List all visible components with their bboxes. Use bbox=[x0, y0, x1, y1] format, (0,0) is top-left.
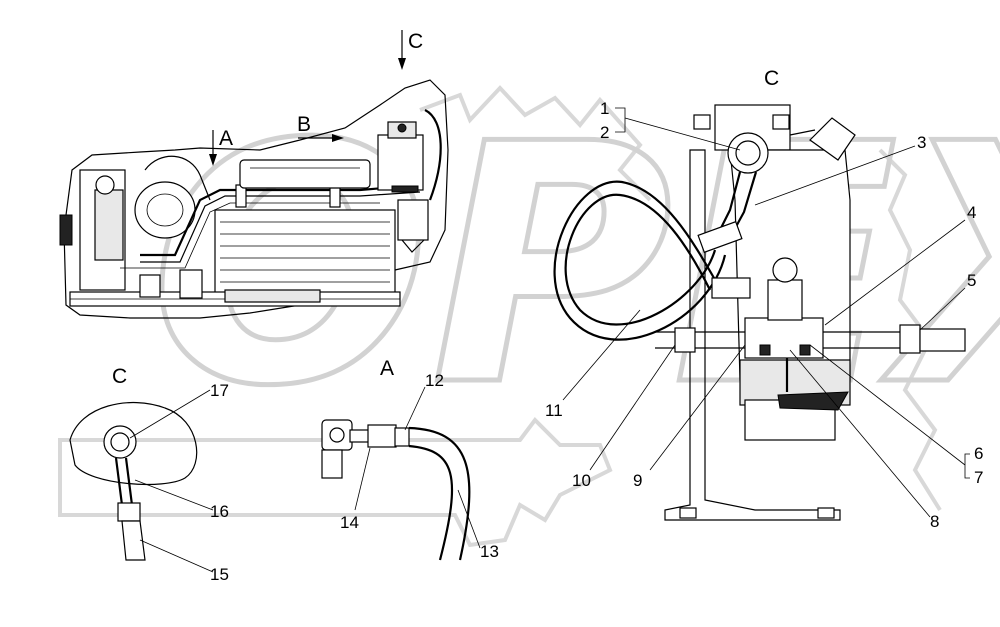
callout-17: 17 bbox=[210, 381, 229, 400]
fuel-filter-bolt bbox=[397, 123, 407, 133]
loop-hose-outer bbox=[564, 193, 717, 326]
hose-a-inner bbox=[408, 444, 454, 561]
view-arrow-a: A bbox=[209, 127, 233, 166]
fuel-line-right-pipe bbox=[919, 328, 966, 352]
filter-sensor bbox=[809, 117, 856, 161]
detail-view-c-small: C bbox=[69, 365, 198, 561]
watermark-gear-right bbox=[878, 148, 942, 512]
banjo-fitting-a bbox=[321, 419, 353, 451]
callout-8: 8 bbox=[930, 512, 939, 531]
fuel-line-sleeve-right bbox=[899, 324, 921, 354]
view-arrow-b: B bbox=[297, 113, 344, 142]
callout-5: 5 bbox=[967, 271, 976, 290]
bracket-base-bolt bbox=[817, 507, 835, 519]
callout-6: 6 bbox=[974, 444, 983, 463]
callout-10: 10 bbox=[572, 471, 591, 490]
intake-hose bbox=[144, 155, 211, 201]
filter-head-bolt bbox=[693, 114, 711, 130]
leader-lines bbox=[129, 107, 970, 573]
detail-view-a: A bbox=[321, 357, 471, 561]
callout-15: 15 bbox=[210, 565, 229, 584]
callout-14: 14 bbox=[340, 513, 359, 532]
banjo-fitting-top bbox=[727, 132, 769, 174]
valve-cover bbox=[239, 159, 371, 189]
view-arrow-b-label: B bbox=[297, 113, 311, 136]
watermark-gear-outline bbox=[58, 416, 613, 548]
callout-2: 2 bbox=[600, 123, 609, 142]
callout-9: 9 bbox=[633, 471, 642, 490]
return-hose bbox=[424, 109, 442, 201]
banjo-fitting-c-small bbox=[103, 425, 137, 459]
banjo-bolt-c-small bbox=[110, 432, 130, 452]
banjo-stub-a bbox=[321, 449, 343, 479]
mount-block bbox=[179, 269, 203, 299]
fuel-pipe-third bbox=[120, 202, 380, 269]
hose-c-small bbox=[121, 520, 146, 561]
watermark: OPEX bbox=[58, 72, 1000, 548]
callout-7: 7 bbox=[974, 468, 983, 487]
hose-fitting-a bbox=[394, 427, 410, 447]
fuel-pipe-upper bbox=[140, 183, 421, 257]
watermark-gear-top bbox=[419, 85, 652, 202]
engine-outline bbox=[63, 79, 449, 319]
loop-hose-inner bbox=[553, 180, 727, 341]
left-post bbox=[59, 214, 73, 246]
nut-a bbox=[367, 424, 397, 448]
mount-block bbox=[139, 274, 161, 298]
callout-12: 12 bbox=[425, 371, 444, 390]
callout-13: 13 bbox=[480, 542, 499, 561]
filter-head-bolt bbox=[772, 114, 790, 130]
intake-inner bbox=[146, 193, 184, 227]
drain-plate bbox=[777, 391, 849, 411]
pipe-a bbox=[349, 429, 371, 443]
tee-block-top bbox=[767, 279, 803, 321]
fuel-pipe-lower bbox=[140, 191, 421, 263]
callout-1: 1 bbox=[600, 99, 609, 118]
view-arrow-a-label: A bbox=[219, 127, 233, 150]
oil-pan bbox=[224, 289, 321, 303]
hose-a-outer bbox=[408, 426, 471, 561]
fuel-filter-band bbox=[391, 185, 419, 193]
filter-bowl-bottom bbox=[401, 239, 425, 253]
callout-11: 11 bbox=[545, 401, 563, 420]
callout-4: 4 bbox=[967, 203, 976, 222]
bracket-base-bolt bbox=[679, 507, 697, 519]
banjo-bolt-a bbox=[329, 427, 345, 443]
left-fitting bbox=[95, 175, 115, 195]
view-arrow-c: C bbox=[398, 30, 423, 70]
pipe-nut bbox=[697, 220, 743, 254]
filter-bowl bbox=[397, 199, 429, 241]
fuel-line-sleeve-left bbox=[674, 327, 696, 353]
engine-assembly-view bbox=[59, 79, 449, 319]
tee-top-fitting bbox=[772, 257, 798, 283]
view-arrow-c-label: C bbox=[408, 30, 423, 53]
banjo-pipe-top bbox=[719, 171, 742, 231]
callout-labels: 1 2 3 4 5 6 7 8 9 10 11 12 13 14 15 16 1… bbox=[210, 99, 983, 584]
hose-end-fitting bbox=[711, 277, 751, 299]
pipe-c-small bbox=[114, 457, 134, 506]
tee-bolt bbox=[799, 344, 811, 356]
detail-view-c: C bbox=[553, 67, 966, 521]
detail-a-title: A bbox=[380, 357, 394, 380]
callout-16: 16 bbox=[210, 502, 229, 521]
support-bracket bbox=[664, 149, 841, 521]
left-bracket-plate bbox=[94, 189, 124, 261]
tee-block bbox=[744, 317, 824, 359]
detail-c-title: C bbox=[764, 67, 779, 90]
nut-c-small bbox=[117, 502, 141, 522]
callout-3: 3 bbox=[917, 133, 926, 152]
detail-c-small-boundary bbox=[69, 401, 198, 486]
detail-c-small-title: C bbox=[112, 365, 127, 388]
tee-bolt bbox=[759, 344, 771, 356]
fuel-filter-housing bbox=[377, 134, 424, 191]
banjo-bolt-top bbox=[735, 140, 761, 166]
filter-sensor-wire bbox=[789, 129, 816, 136]
